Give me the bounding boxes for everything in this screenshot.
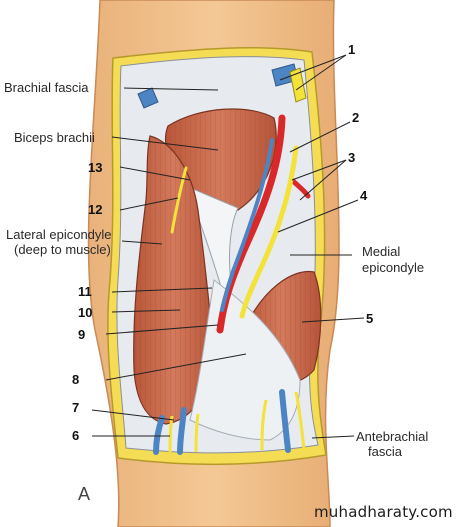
lower-nerve-4: [260, 399, 268, 451]
label-biceps-brachii: Biceps brachii: [14, 130, 95, 145]
label-medial-epicondyle-line2: epicondyle: [362, 260, 425, 275]
lower-nerve-3: [294, 391, 306, 451]
cut-nerve-top: [289, 67, 307, 103]
callout-1: 1: [348, 42, 356, 57]
label-lateral-epicondyle-line2: (deep to muscle): [14, 242, 111, 257]
callout-11: 11: [78, 284, 92, 299]
callout-10: 10: [78, 305, 93, 320]
median-nerve: [239, 145, 299, 319]
label-medial-epicondyle-line1: Medial: [362, 244, 401, 259]
label-lateral-epicondyle-line1: Lateral epicondyle: [6, 227, 112, 242]
cutaneous-nerve-lateral: [170, 166, 188, 234]
callout-13: 13: [88, 160, 103, 175]
callout-5: 5: [366, 311, 374, 326]
brachial-vein: [220, 138, 274, 312]
callout-8: 8: [72, 372, 80, 387]
lower-vein-3: [279, 389, 291, 453]
callout-9: 9: [78, 327, 86, 342]
cut-vein-1: [137, 87, 159, 109]
bicipital-aponeurosis: [189, 279, 301, 441]
lower-nerve-2: [194, 413, 200, 453]
callout-2: 2: [352, 110, 360, 125]
watermark: muhadharaty.com: [314, 503, 453, 521]
label-antebrachial-fascia-line1: Antebrachial: [356, 429, 429, 444]
callout-7: 7: [72, 400, 80, 415]
callout-3: 3: [348, 150, 356, 165]
label-brachial-fascia: Brachial fascia: [4, 80, 89, 95]
callout-6: 6: [72, 428, 80, 443]
callout-12: 12: [88, 202, 103, 217]
lower-vein-2: [177, 407, 187, 455]
label-antebrachial-fascia-line2: fascia: [368, 444, 402, 459]
leader-lines: [91, 54, 365, 439]
panel-letter: A: [78, 484, 91, 504]
callout-4: 4: [360, 188, 368, 203]
